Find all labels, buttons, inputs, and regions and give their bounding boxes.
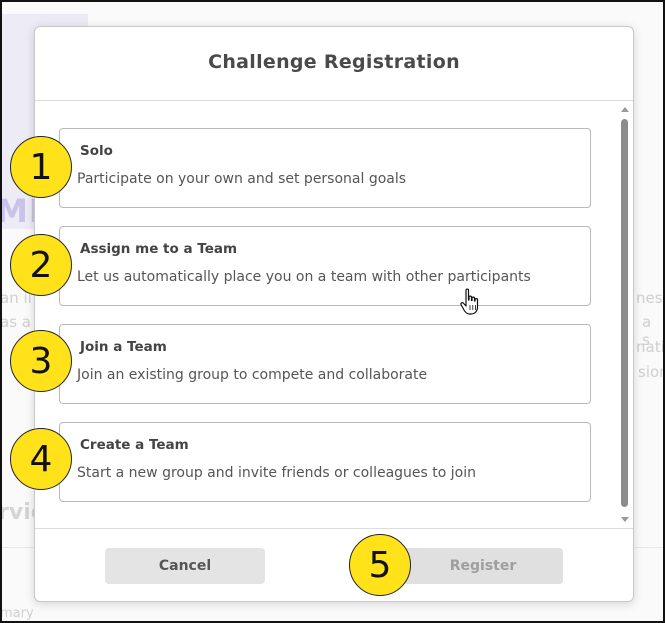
option-description: Start a new group and invite friends or … [77,465,476,481]
callout-badge-1: 1 [10,136,72,198]
background-text-fragment: an ii [0,289,32,307]
dialog-scrollbar[interactable] [619,101,631,528]
scroll-thumb[interactable] [621,119,628,507]
background-text-fragment: nes [636,289,663,307]
dialog-body: Solo Participate on your own and set per… [35,101,633,529]
background-text-fragment: nati [636,338,665,356]
dialog-footer: Cancel Register [35,529,633,601]
background-text-fragment: mary [0,606,34,621]
scroll-up-arrow-icon[interactable] [621,107,629,112]
scroll-down-arrow-icon[interactable] [621,517,629,522]
option-title: Join a Team [80,339,167,355]
option-create-team[interactable]: Create a Team Start a new group and invi… [59,422,591,502]
background-text-fragment: sion [638,363,663,381]
option-description: Participate on your own and set personal… [77,171,407,187]
dialog-header: Challenge Registration [35,27,633,101]
background-text-fragment: a s [642,313,652,349]
cancel-button[interactable]: Cancel [105,548,265,584]
callout-badge-4: 4 [10,428,72,490]
option-title: Solo [80,143,113,159]
option-description: Let us automatically place you on a team… [77,269,531,285]
callout-badge-2: 2 [10,234,72,296]
option-solo[interactable]: Solo Participate on your own and set per… [59,128,591,208]
callout-badge-3: 3 [10,330,72,392]
registration-dialog: Challenge Registration Solo Participate … [34,26,634,602]
option-title: Assign me to a Team [80,241,238,257]
dialog-title: Challenge Registration [208,51,460,73]
register-button[interactable]: Register [403,548,563,584]
option-title: Create a Team [80,437,189,453]
background-text-fragment: as a [0,313,31,331]
hand-pointer-icon [460,288,479,315]
callout-badge-5: 5 [349,534,411,596]
option-assign-me-to-team[interactable]: Assign me to a Team Let us automatically… [59,226,591,306]
option-description: Join an existing group to compete and co… [77,367,428,383]
option-join-team[interactable]: Join a Team Join an existing group to co… [59,324,591,404]
